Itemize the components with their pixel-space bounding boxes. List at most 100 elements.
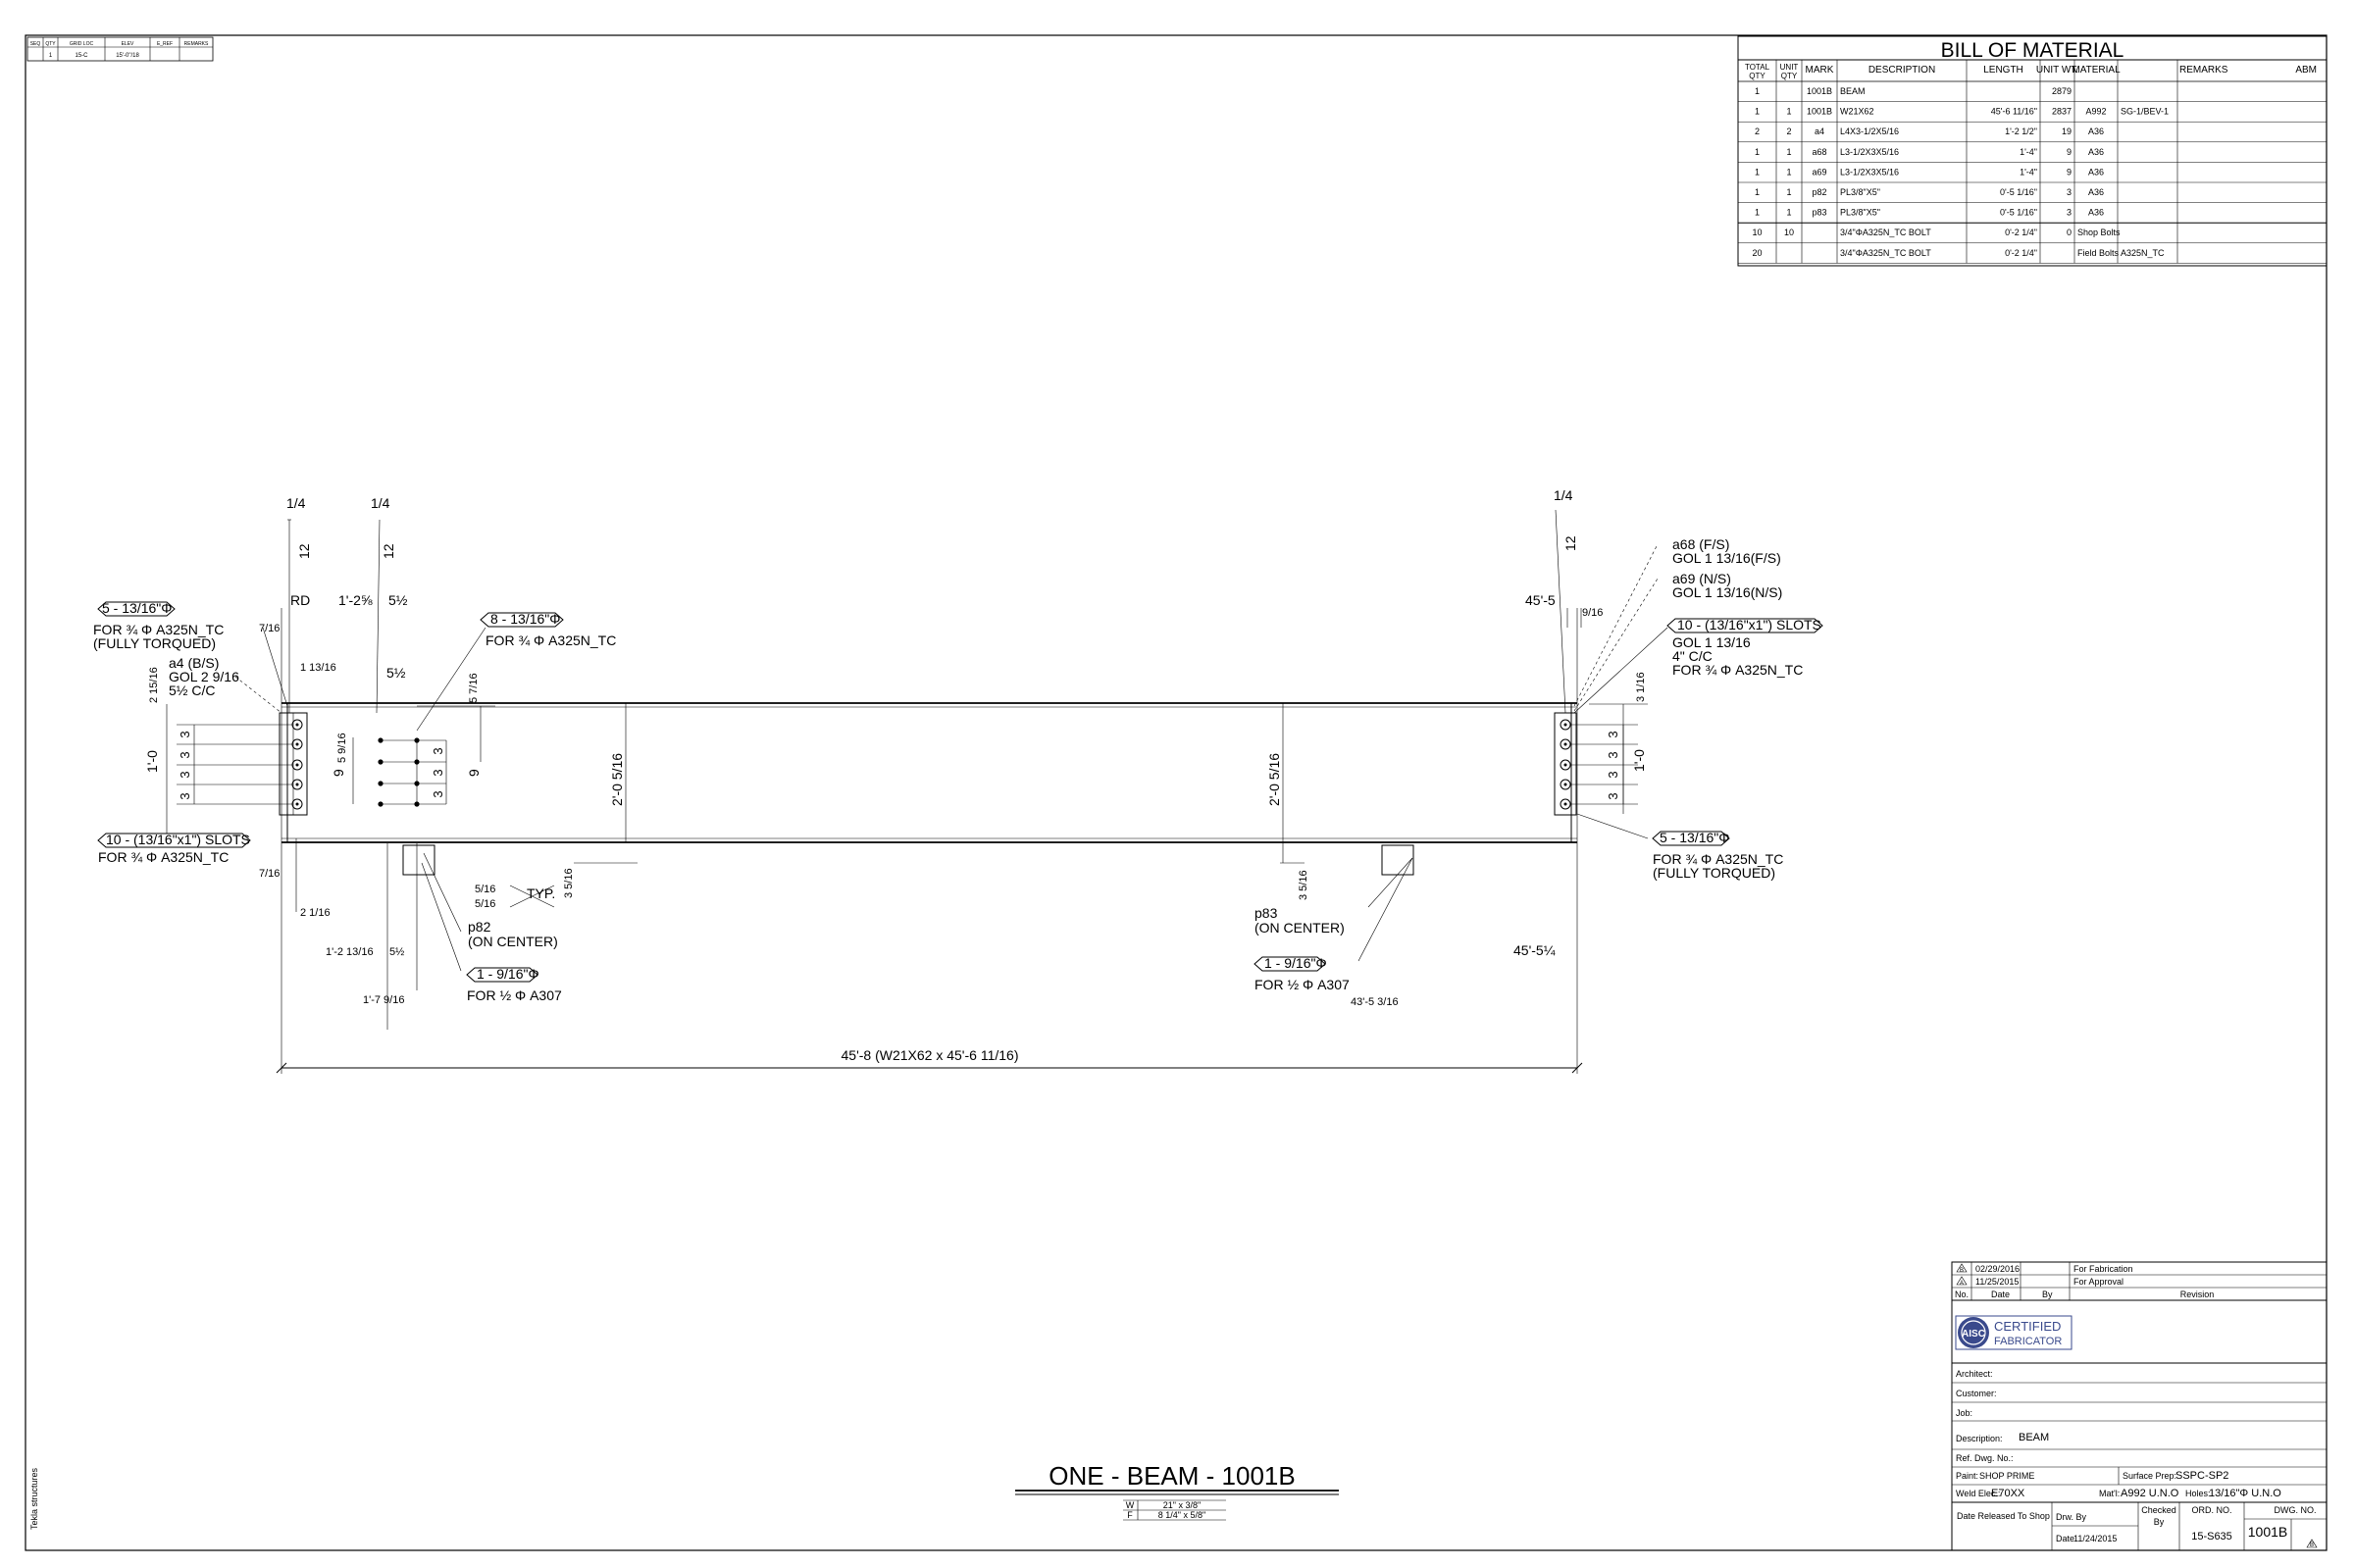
bolt-callout-right-bubble — [1652, 831, 1730, 846]
rev-mark: B — [2310, 1543, 2314, 1548]
slot-callout-left-bubble — [97, 833, 251, 848]
bom-cell: A36 — [2088, 126, 2104, 136]
a4-gol: GOL 2 9/16 — [169, 669, 239, 684]
bom-cell: 1 — [1786, 147, 1791, 157]
hole-callout-mid-2: FOR ½ Φ A307 — [1254, 977, 1350, 992]
rev-header-by: By — [2042, 1290, 2053, 1299]
dim-43-5-3-16: 43'-5 3/16 — [1351, 996, 1399, 1008]
bolt-spacing-dim: 3 — [1606, 731, 1620, 737]
plate-p83 — [1381, 844, 1414, 876]
depth-dim-mid: 2'-0 5/16 — [1266, 753, 1282, 806]
dim-1-2-5-8: 1'-2⅝ — [338, 592, 373, 608]
bom-header-cell: REMARKS — [2179, 65, 2228, 76]
bolt-center-icon — [295, 802, 299, 806]
bom-cell: a68 — [1812, 147, 1826, 157]
matl-label: Mat'l: — [2099, 1489, 2120, 1498]
a4-label: a4 (B/S) — [169, 655, 219, 671]
bolt-callout-left-2: FOR ¾ Φ A325N_TC — [93, 622, 224, 637]
right-end-bolts — [1560, 719, 1638, 810]
mid-connection-bolts — [378, 737, 447, 807]
seq-header-cell: REMARKS — [184, 41, 209, 47]
dim-5-16-a: 5/16 — [475, 884, 495, 895]
dim-9-a: 9 — [331, 769, 346, 777]
a69-gol: GOL 1 13/16(N/S) — [1672, 584, 1782, 600]
logo-main: AISC — [1962, 1329, 1985, 1340]
bom-cell: 3/4"ΦA325N_TC BOLT — [1840, 228, 1931, 237]
p82-label: p82 — [468, 919, 491, 935]
bom-cell: 1'-4" — [2020, 147, 2037, 157]
bom-cell: 2837 — [2052, 107, 2072, 117]
aisc-logo: AISC CERTIFIED FABRICATOR — [1955, 1315, 2073, 1350]
dim-5-1-2-b: 5½ — [386, 665, 406, 681]
dim-5-16-b: 5/16 — [475, 898, 495, 910]
bolt-center-icon — [1563, 763, 1567, 767]
seq-header-cell: GRID LOC — [70, 41, 94, 47]
description-value: BEAM — [2019, 1432, 2049, 1443]
seq-cell: 1 — [49, 53, 53, 59]
dim-2-15-16: 2 15/16 — [148, 667, 160, 703]
overall-length-dim: 45'-8 (W21X62 x 45'-6 11/16) — [842, 1047, 1019, 1063]
weld-size-left-1: 1/4 — [286, 495, 306, 511]
surface-value: SSPC-SP2 — [2175, 1470, 2228, 1482]
checked-by-label: By — [2154, 1517, 2165, 1527]
bom-cell: p82 — [1812, 187, 1826, 197]
bolt-spacing-dim: 3 — [178, 751, 192, 758]
seq-header-cell: QTY — [45, 41, 56, 47]
bom-header-cell: ABM — [2295, 65, 2317, 76]
dim-9-b: 9 — [466, 769, 482, 777]
bom-cell: A325N_TC — [2121, 248, 2165, 258]
bolt-center-icon — [295, 783, 299, 786]
bom-header-cell: DESCRIPTION — [1868, 65, 1935, 76]
bom-header-cell: LENGTH — [1983, 65, 2023, 76]
bolt-spacing-dim: 3 — [431, 769, 445, 776]
drawing-title-text: ONE - BEAM - 1001B — [1049, 1461, 1295, 1491]
bom-header-cell: MARK — [1806, 65, 1834, 76]
bom-cell: 9 — [2067, 167, 2072, 177]
bom-cell: 0'-5 1/16" — [2000, 208, 2037, 218]
slot-callout-right-for: FOR ¾ Φ A325N_TC — [1672, 662, 1803, 678]
holes-value: 13/16"Φ U.N.O — [2209, 1488, 2281, 1499]
f-value: 8 1/4" x 5/8" — [1158, 1510, 1205, 1520]
rev-header-revision: Revision — [2180, 1290, 2215, 1299]
bom-cell: 1 — [1786, 187, 1791, 197]
bom-cell: 1001B — [1807, 86, 1832, 96]
weld-label: Weld Elec.: — [1956, 1489, 2000, 1498]
dim-3-5-16-a: 3 5/16 — [563, 868, 575, 898]
bolt-spacing-dim: 3 — [178, 771, 192, 778]
dim-1-7-9-16: 1'-7 9/16 — [363, 994, 404, 1006]
dim-5-7-16: 5 7/16 — [468, 673, 480, 703]
bolt-center-icon — [295, 742, 299, 746]
weld-value: E70XX — [1991, 1488, 2025, 1499]
bom-cell: BEAM — [1840, 86, 1866, 96]
bom-cell: A992 — [2085, 107, 2106, 117]
bolt-spacing-dim: 3 — [1606, 751, 1620, 758]
bolt-callout-left-bubble — [97, 601, 176, 617]
bom-cell: 0'-2 1/4" — [2005, 228, 2037, 237]
bom-cell: L3-1/2X3X5/16 — [1840, 167, 1899, 177]
bolt-callout-mid: 8 - 13/16"Φ — [490, 611, 560, 627]
released-label: Date Released To Shop — [1957, 1511, 2050, 1521]
bom-cell: p83 — [1812, 208, 1826, 218]
rd-mark: RD — [290, 592, 310, 608]
dim-7-16-b: 7/16 — [259, 868, 280, 880]
drawn-by-label: Drw. By — [2056, 1512, 2087, 1522]
bolt-center-icon — [1563, 783, 1567, 786]
weld-len-left-1: 12 — [296, 543, 312, 559]
left-end-bolts — [177, 719, 303, 810]
paint-label: Paint: — [1956, 1471, 1978, 1481]
date-value: 11/24/2015 — [2073, 1534, 2117, 1543]
bom-cell: a4 — [1815, 126, 1824, 136]
bom-cell: 1'-2 1/2" — [2005, 126, 2037, 136]
dim-1-0-left: 1'-0 — [144, 750, 160, 773]
bom-header-cell: QTY — [1749, 72, 1766, 80]
bolt-spacing-dim: 3 — [178, 792, 192, 799]
p83-label: p83 — [1254, 905, 1278, 921]
drawing-title: ONE - BEAM - 1001B W 21" x 3/8" F 8 1/4"… — [1015, 1461, 1339, 1521]
dim-45-5: 45'-5 — [1525, 592, 1556, 608]
rev-b-no: B — [1960, 1268, 1964, 1274]
slot-callout-right-cc: 4" C/C — [1672, 648, 1713, 664]
bolt-callout-left: 5 - 13/16"Φ — [102, 600, 172, 616]
rev-b-desc: For Fabrication — [2073, 1264, 2133, 1274]
seq-header-cell: E_REF — [157, 41, 173, 47]
